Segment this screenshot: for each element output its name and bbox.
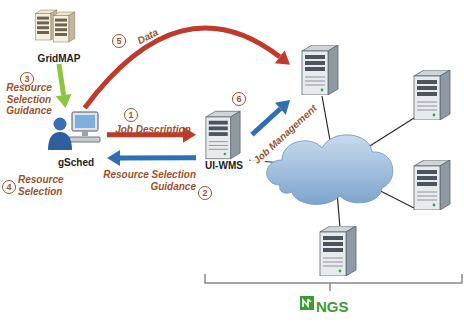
arrow-head	[56, 94, 72, 108]
label-holder: Resource Selection Guidance	[2, 82, 56, 118]
edge-label: Resource Selection Guidance	[2, 82, 56, 117]
arrow-head	[275, 100, 290, 115]
grid-region: NGS	[290, 40, 462, 315]
callout-number: 2	[198, 186, 212, 200]
workstation-node: gSched	[45, 108, 107, 168]
label-holder: 5	[112, 30, 126, 48]
callout-number: 5	[112, 34, 126, 48]
server-node: GridMAP	[30, 2, 88, 64]
flow-arrow	[56, 64, 72, 108]
arrow-head	[275, 50, 290, 64]
arrow-shaft	[252, 109, 280, 135]
label-holder: Resource Selection	[18, 174, 72, 199]
node-label: gSched	[58, 157, 94, 169]
callout-number: 4	[2, 180, 16, 194]
step-label: Resource Selection	[18, 174, 72, 197]
node-label: NGS	[316, 298, 349, 315]
node-label: GridMAP	[38, 53, 81, 65]
callout-number: 1	[124, 108, 138, 122]
label-holder: 6	[232, 88, 246, 106]
label-holder: Resource Selection Guidance	[92, 169, 196, 194]
label-holder: 2	[198, 182, 212, 200]
server-node: UI-WMS	[196, 105, 252, 171]
edge-label: Resource Selection Guidance	[92, 169, 196, 192]
flow-arrow	[85, 28, 290, 108]
arrow-shaft	[85, 28, 280, 108]
callout-number: 6	[232, 92, 246, 106]
arrow-shaft	[59, 64, 64, 95]
arrow-shaft	[120, 155, 196, 160]
label-holder: 1	[124, 104, 138, 122]
arrow-head	[107, 150, 120, 166]
label-holder: 4	[2, 176, 16, 194]
flow-arrow	[107, 150, 196, 166]
label-holder: Job Description	[112, 119, 194, 137]
node-label: UI-WMS	[205, 160, 243, 172]
edge-label: Job Description	[115, 124, 191, 136]
